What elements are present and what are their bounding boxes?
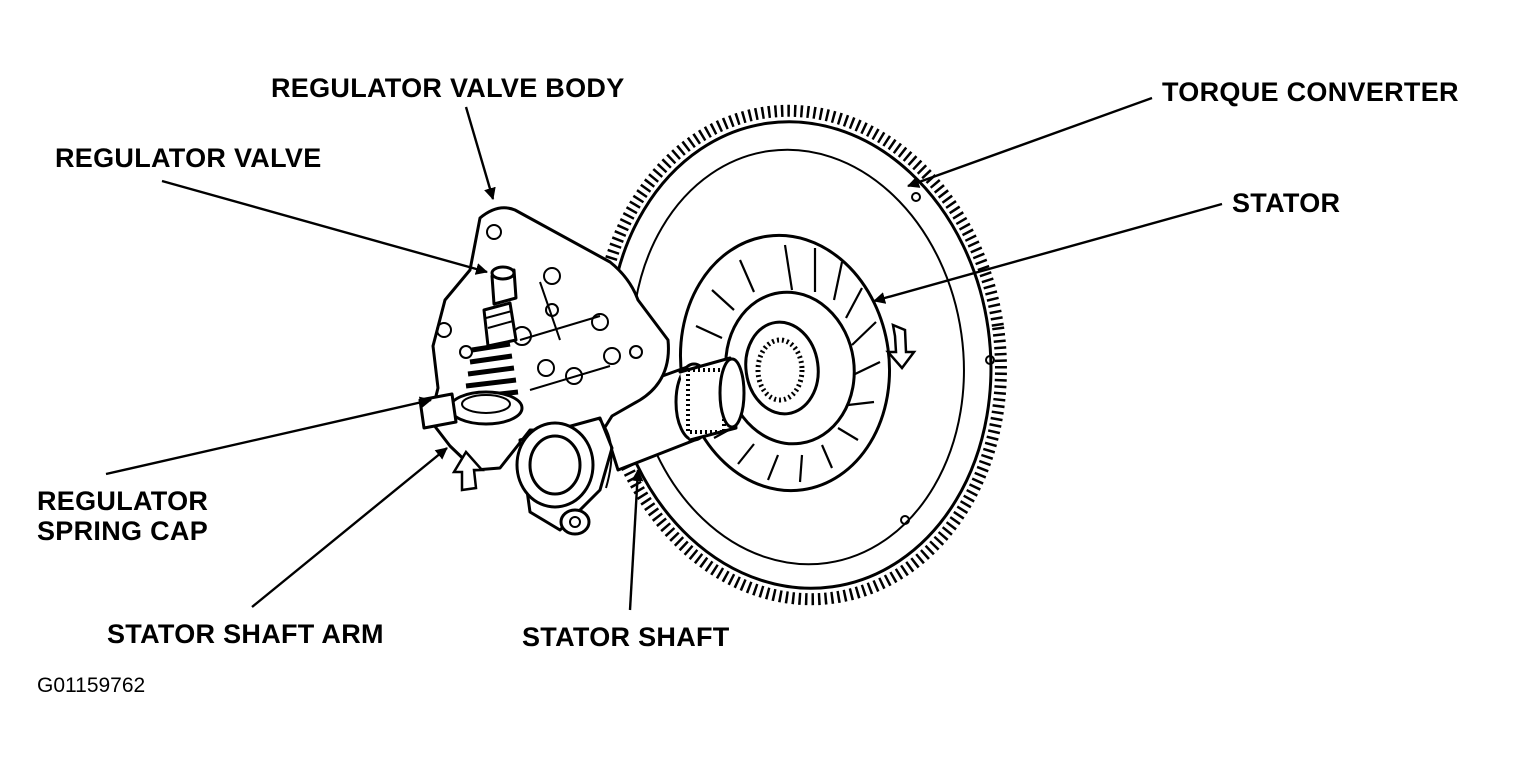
regulator-valve-spool: [482, 265, 518, 348]
label-regulator-valve: REGULATOR VALVE: [55, 143, 322, 173]
regulator-valve-body-drawing: [418, 206, 670, 492]
leader-stator-shaft: [628, 469, 644, 611]
leader-regulator-valve-body: [464, 106, 496, 200]
ring-gear-teeth: [593, 104, 1007, 606]
flow-direction-arrow: [451, 449, 485, 492]
leader-stator-shaft-arm: [251, 447, 448, 608]
leader-stator: [873, 202, 1223, 304]
flexplate-bolt-hole: [985, 355, 995, 365]
label-stator: STATOR: [1232, 188, 1341, 218]
regulator-spring-cap: [448, 390, 524, 426]
flexplate-bolt-hole: [911, 192, 921, 202]
leader-regulator-valve: [161, 179, 488, 275]
regulator-spring: [463, 341, 519, 401]
label-regulator-spring-cap-line1: REGULATOR: [37, 486, 209, 516]
label-stator-shaft: STATOR SHAFT: [522, 622, 730, 652]
flexplate-bolt-hole: [900, 515, 910, 525]
leader-regulator-spring-cap: [105, 396, 432, 476]
label-regulator-valve-body: REGULATOR VALVE BODY: [271, 73, 625, 103]
leader-torque-converter: [907, 96, 1153, 188]
label-regulator-spring-cap: REGULATOR SPRING CAP: [37, 486, 208, 546]
stator-rotation-arrow: [885, 322, 917, 370]
stator-spline-bore: [755, 337, 805, 403]
figure-code: G01159762: [37, 674, 146, 697]
stator-shaft-arm-drawing: [515, 416, 614, 536]
label-regulator-spring-cap-line2: SPRING CAP: [37, 516, 209, 546]
label-stator-shaft-arm: STATOR SHAFT ARM: [107, 619, 384, 649]
label-torque-converter: TORQUE CONVERTER: [1162, 77, 1459, 107]
leader-lines: [105, 96, 1223, 611]
